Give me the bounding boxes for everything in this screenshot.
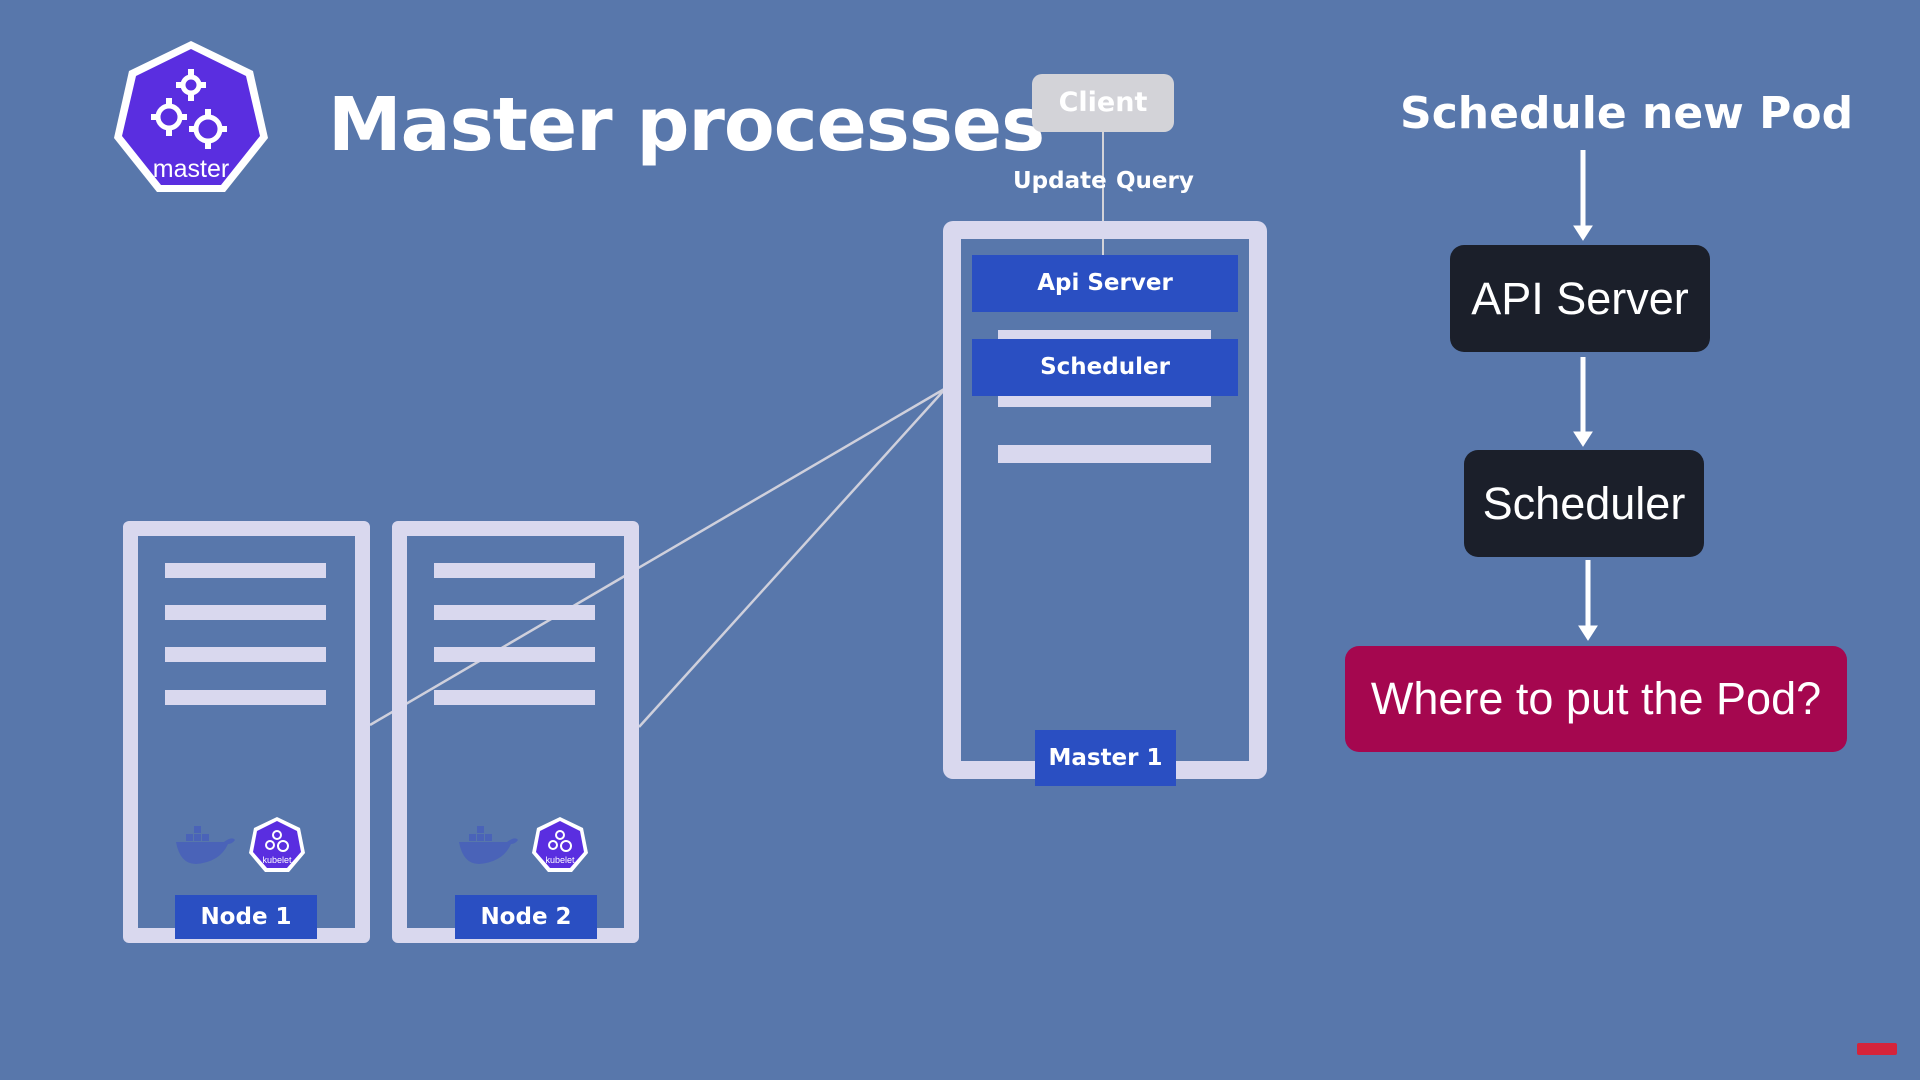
kubelet-icon: kubelet [249,817,305,872]
kubelet-label: kubelet [262,855,292,865]
node2-connector [638,387,947,728]
node-slot-line [434,690,595,705]
master-slot-line [998,445,1211,463]
flow-arrow-2 [1573,357,1593,447]
kubernetes-master-logo: master [114,41,268,192]
flow-title: Schedule new Pod [1400,88,1854,139]
api-server-process: Api Server [972,255,1238,312]
worker-node-1-frame [123,521,370,943]
subscribe-watermark [1857,1043,1897,1055]
node1-connector [369,386,947,727]
kubelet-label: kubelet [545,855,575,865]
flow-arrow-1 [1573,150,1593,241]
kubelet-icon: kubelet [532,817,588,872]
flow-question-box: Where to put the Pod? [1345,646,1847,752]
worker-node-2-frame [392,521,639,943]
node-slot-line [434,647,595,662]
logo-label: master [153,155,229,183]
docker-whale-icon [459,826,518,864]
gears-icon [155,74,223,144]
node-slot-line [165,605,326,620]
node-slot-line [165,647,326,662]
node-slot-line [434,563,595,578]
docker-whale-icon [176,826,235,864]
master-node-label: Master 1 [1035,730,1176,786]
page-title: Master processes [328,82,1045,168]
flow-arrow-3 [1578,560,1598,641]
flow-step-api-server: API Server [1450,245,1710,352]
update-label: Update [1013,168,1107,194]
node-1-label: Node 1 [175,895,317,939]
flow-step-scheduler: Scheduler [1464,450,1704,557]
node-slot-line [165,690,326,705]
node-slot-line [165,563,326,578]
scheduler-process: Scheduler [972,339,1238,396]
node-slot-line [434,605,595,620]
client-box: Client [1032,74,1174,132]
node-2-label: Node 2 [455,895,597,939]
query-label: Query [1116,168,1194,194]
